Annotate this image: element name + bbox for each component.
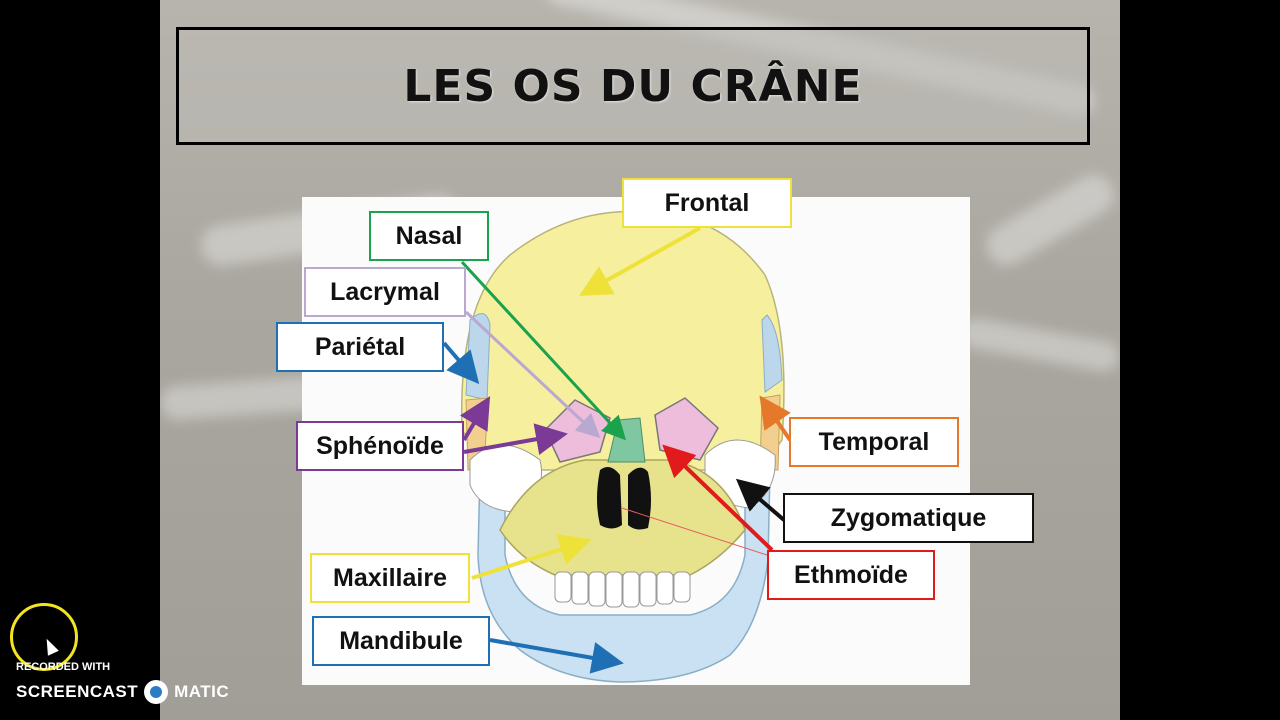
teeth bbox=[554, 571, 691, 608]
label-lacrymal: Lacrymal bbox=[304, 267, 466, 317]
arrow-lacrymal bbox=[464, 310, 601, 439]
arrow-maxillaire bbox=[471, 534, 592, 580]
mandible-bone bbox=[477, 469, 771, 683]
arrow-sphenoide-2 bbox=[463, 423, 568, 455]
label-frontal: Frontal bbox=[622, 178, 792, 228]
arrow-sphenoide-1 bbox=[459, 396, 491, 442]
label-maxillaire: Maxillaire bbox=[310, 553, 470, 603]
label-sphenoide: Sphénoïde bbox=[296, 421, 464, 471]
recorded-with-text: RECORDED WITH bbox=[16, 661, 111, 673]
label-nasal: Nasal bbox=[369, 211, 489, 261]
arrow-ethmoide-thin bbox=[621, 507, 771, 557]
page-title: LES OS DU CRÂNE bbox=[403, 60, 863, 112]
arrow-temporal bbox=[759, 395, 792, 442]
arrow-frontal bbox=[579, 226, 701, 296]
label-ethmoide: Ethmoïde bbox=[767, 550, 935, 600]
nasal-cavity bbox=[597, 466, 651, 530]
brand-right: MATIC bbox=[174, 682, 230, 701]
screencast-logo-icon bbox=[144, 680, 169, 704]
parietal-bone-right bbox=[761, 314, 783, 393]
label-zygomatique: Zygomatique bbox=[783, 493, 1034, 543]
arrow-nasal bbox=[460, 260, 627, 441]
arrow-mandibule bbox=[489, 638, 624, 674]
cursor-highlight bbox=[10, 603, 78, 671]
label-mandibule: Mandibule bbox=[312, 616, 490, 666]
brand-left: SCREENCAST bbox=[16, 682, 139, 701]
title-box: LES OS DU CRÂNE bbox=[176, 27, 1090, 145]
label-parietal: Pariétal bbox=[276, 322, 444, 372]
arrow-ethmoide bbox=[662, 444, 774, 552]
arrow-zygomatique bbox=[735, 478, 786, 522]
screencast-watermark: SCREENCAST MATIC bbox=[16, 680, 229, 704]
arrow-parietal bbox=[442, 341, 480, 385]
label-temporal: Temporal bbox=[789, 417, 959, 467]
parietal-bone bbox=[465, 313, 491, 401]
